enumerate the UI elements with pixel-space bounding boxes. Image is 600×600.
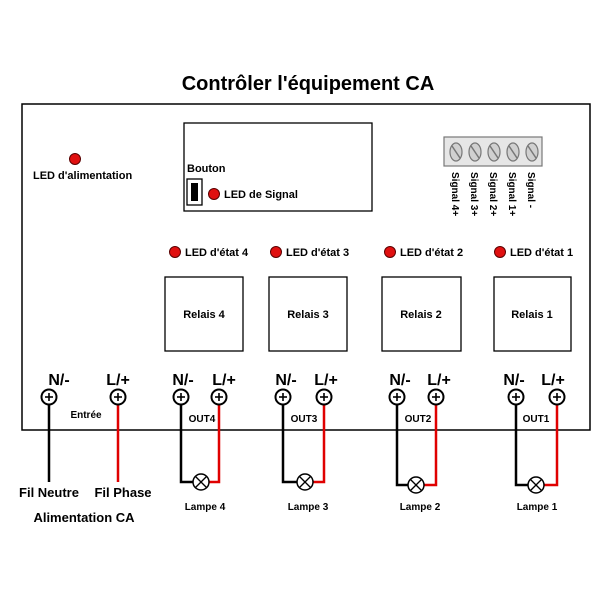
power-supply-label: Alimentation CA xyxy=(33,510,135,525)
power-led-icon xyxy=(69,153,81,165)
out1-live-terminal-icon xyxy=(548,388,566,406)
out3-neutral-terminal-icon xyxy=(274,388,292,406)
status-led-1-label: LED d'état 1 xyxy=(510,247,573,259)
signal-screw-2 xyxy=(468,142,482,162)
lamp-1-neutral-wire xyxy=(514,404,528,487)
lamp-1-label: Lampe 1 xyxy=(517,502,558,513)
out4-label: OUT4 xyxy=(189,414,216,425)
lamp-4-live-wire xyxy=(209,404,221,484)
signal-label-3: Signal 3+ xyxy=(468,172,479,216)
diagram-title: Contrôler l'équipement CA xyxy=(182,73,435,95)
status-led-2-icon xyxy=(384,246,396,258)
out1-label: OUT1 xyxy=(523,414,550,425)
input-live-terminal-icon xyxy=(109,388,127,406)
signal-screw-5 xyxy=(525,142,539,162)
signal-label-2: Signal 2+ xyxy=(487,172,498,216)
signal-led-icon xyxy=(208,188,220,200)
signal-label-1: Signal 1+ xyxy=(506,172,517,216)
out2-live-label: L/+ xyxy=(427,372,451,389)
out3-live-terminal-icon xyxy=(315,388,333,406)
signal-screw-1 xyxy=(449,142,463,162)
out2-label: OUT2 xyxy=(405,414,432,425)
out4-live-terminal-icon xyxy=(210,388,228,406)
out1-live-label: L/+ xyxy=(541,372,565,389)
out3-label: OUT3 xyxy=(291,414,318,425)
signal-label-common: Signal - xyxy=(525,172,536,208)
lamp-3-neutral-wire xyxy=(281,404,297,484)
status-led-4-icon xyxy=(169,246,181,258)
signal-screw-4 xyxy=(506,142,520,162)
out2-neutral-terminal-icon xyxy=(388,388,406,406)
lamp-3-live-wire xyxy=(313,404,326,484)
status-led-3-label: LED d'état 3 xyxy=(286,247,349,259)
lamp-4-neutral-wire xyxy=(179,404,193,484)
lamp-3-icon xyxy=(296,473,314,491)
relay-2 xyxy=(381,276,462,352)
relay-4-label: Relais 4 xyxy=(183,309,225,321)
out2-neutral-label: N/- xyxy=(389,372,410,389)
lamp-1-live-wire xyxy=(544,404,559,487)
lamp-2-icon xyxy=(407,476,425,494)
out1-neutral-label: N/- xyxy=(503,372,524,389)
lamp-2-neutral-wire xyxy=(395,404,408,487)
input-label: Entrée xyxy=(70,410,102,421)
phase-wire-label: Fil Phase xyxy=(94,485,151,500)
signal-led-label: LED de Signal xyxy=(224,189,298,201)
lamp-3-label: Lampe 3 xyxy=(288,502,329,513)
out2-live-terminal-icon xyxy=(427,388,445,406)
relay-3-label: Relais 3 xyxy=(287,309,329,321)
relay-3 xyxy=(268,276,348,352)
relay-2-label: Relais 2 xyxy=(400,309,442,321)
lamp-2-label: Lampe 2 xyxy=(400,502,441,513)
lamp-1-icon xyxy=(527,476,545,494)
out3-live-label: L/+ xyxy=(314,372,338,389)
input-live-label: L/+ xyxy=(106,372,130,389)
signal-screw-3 xyxy=(487,142,501,162)
out4-neutral-label: N/- xyxy=(172,372,193,389)
status-led-2-label: LED d'état 2 xyxy=(400,247,463,259)
power-led-label: LED d'alimentation xyxy=(33,170,132,182)
input-neutral-terminal-icon xyxy=(40,388,58,406)
input-neutral-label: N/- xyxy=(48,372,69,389)
lamp-4-icon xyxy=(192,473,210,491)
button-knob xyxy=(191,183,198,201)
button-label: Bouton xyxy=(187,163,226,175)
relay-1 xyxy=(493,276,572,352)
lamp-4-label: Lampe 4 xyxy=(185,502,226,513)
status-led-4-label: LED d'état 4 xyxy=(185,247,249,259)
out4-live-label: L/+ xyxy=(212,372,236,389)
lamp-2-live-wire xyxy=(424,404,438,487)
relay-4 xyxy=(164,276,244,352)
out4-neutral-terminal-icon xyxy=(172,388,190,406)
status-led-1-icon xyxy=(494,246,506,258)
out1-neutral-terminal-icon xyxy=(507,388,525,406)
out3-neutral-label: N/- xyxy=(275,372,296,389)
neutral-wire-label: Fil Neutre xyxy=(19,485,79,500)
signal-label-4: Signal 4+ xyxy=(449,172,460,216)
status-led-3-icon xyxy=(270,246,282,258)
relay-1-label: Relais 1 xyxy=(511,309,553,321)
